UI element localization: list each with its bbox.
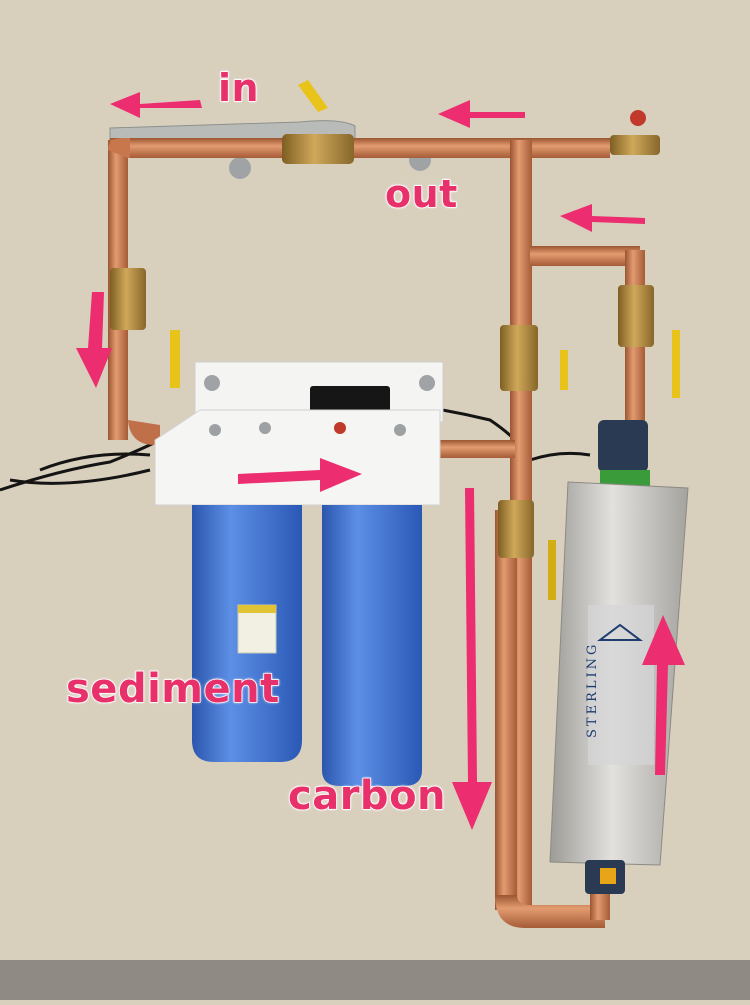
head-port-2 — [259, 422, 271, 434]
label-in: in — [217, 65, 260, 111]
valve-handle-center — [560, 350, 568, 390]
carbon-housing — [322, 505, 422, 786]
label-out: out — [384, 171, 458, 217]
valve-bypass-body — [498, 500, 534, 558]
flow-arrows — [76, 92, 685, 830]
arrow-top-left — [438, 100, 525, 128]
power-cable — [0, 438, 161, 492]
arrow-through-filters — [238, 458, 362, 492]
label-carbon: carbon — [287, 772, 447, 820]
valve-handle-uv — [672, 330, 680, 398]
valve-center-body — [500, 325, 538, 391]
valve-handle-top — [298, 80, 328, 112]
elbow-left-bottom — [128, 420, 160, 445]
hose-bib-handle — [630, 110, 646, 126]
valve-handle-bypass — [548, 540, 556, 600]
wall-flange-left — [229, 157, 251, 179]
arrow-in-left — [110, 92, 202, 118]
sticker-band — [238, 605, 276, 613]
hose-bib — [610, 135, 660, 155]
arrow-uv-out — [560, 204, 645, 232]
uv-power-supply — [310, 386, 390, 416]
head-port-red — [334, 422, 346, 434]
valve-left-body — [110, 268, 146, 330]
bracket-screw-left — [204, 375, 220, 391]
valve-handle-left — [170, 330, 180, 388]
arrow-down-left — [76, 292, 112, 388]
brass-union-top — [282, 134, 354, 164]
brand-logo-icon — [597, 623, 643, 641]
head-port-1 — [209, 424, 221, 436]
arrow-up-uv — [642, 615, 685, 775]
pipe-down — [495, 510, 517, 910]
pipe-top — [110, 138, 610, 158]
uv-top-union — [598, 420, 648, 472]
pipe-bottom-loop — [495, 895, 605, 928]
pipe-branch-uv — [530, 246, 640, 266]
label-sediment: sediment — [65, 665, 280, 713]
elbow-top-left — [108, 138, 130, 158]
uv-green-cap — [600, 470, 650, 486]
valve-uv-body — [618, 285, 654, 347]
floor — [0, 960, 750, 1000]
filter-head-plate — [154, 409, 441, 506]
pipe-manifold-out — [435, 440, 515, 458]
arrow-down-center — [452, 488, 492, 830]
uv-brand-text: STERLING — [585, 641, 600, 739]
head-port-4 — [394, 424, 406, 436]
uv-brand-panel — [588, 605, 654, 765]
bracket-screw-right — [419, 375, 435, 391]
uv-bottom-fitting — [600, 868, 616, 884]
